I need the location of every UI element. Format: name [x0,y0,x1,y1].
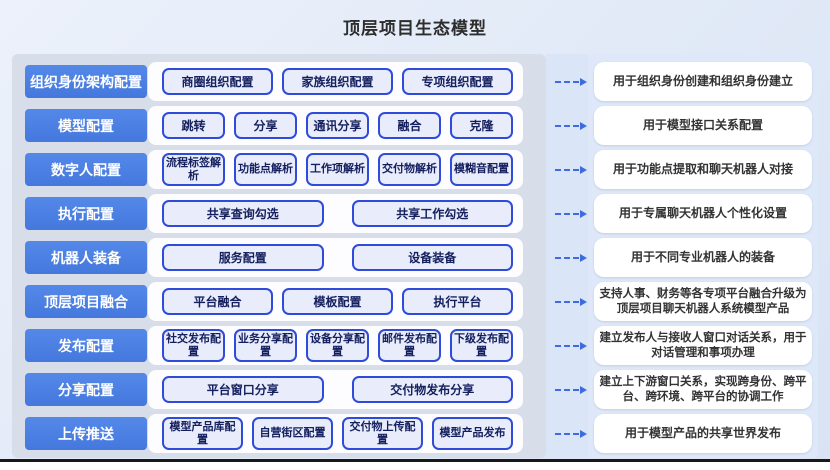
config-button[interactable]: 设备装备 [351,244,513,271]
config-button[interactable]: 社交发布配置 [162,329,225,362]
row-digital-human: 数字人配置 流程标签解析 功能点解析 工作项解析 交付物解析 模糊音配置 [12,150,546,189]
config-button[interactable]: 通讯分享 [306,112,369,139]
description-box: 用于组织身份创建和组织身份建立 [594,62,812,101]
arrow-column [546,54,588,458]
category-label: 组织身份架构配置 [25,65,147,98]
row-share-config: 分享配置 平台窗口分享 交付物发布分享 [12,370,546,409]
dashed-arrow-icon [555,341,587,350]
config-button[interactable]: 下级发布配置 [450,329,513,362]
category-label: 执行配置 [25,197,147,230]
config-button[interactable]: 克隆 [450,112,513,139]
config-button[interactable]: 平台窗口分享 [162,376,324,403]
dashed-arrow-icon [555,209,587,218]
row-buttons: 模型产品库配置 自营街区配置 交付物上传配置 模型产品发布 [148,414,523,453]
description-box: 用于不同专业机器人的装备 [594,238,812,277]
description-box: 用于模型接口关系配置 [594,106,812,145]
config-button[interactable]: 交付物解析 [378,153,441,186]
config-button[interactable]: 邮件发布配置 [378,329,441,362]
row-model-config: 模型配置 跳转 分享 通讯分享 融合 克隆 [12,106,546,145]
config-button[interactable]: 交付物发布分享 [351,376,513,403]
row-publish-config: 发布配置 社交发布配置 业务分享配置 设备分享配置 邮件发布配置 下级发布配置 [12,326,546,365]
dashed-arrow-icon [555,429,587,438]
config-button[interactable]: 业务分享配置 [234,329,297,362]
description-box: 用于专属聊天机器人个性化设置 [594,194,812,233]
category-label: 模型配置 [25,109,147,142]
row-buttons: 服务配置 设备装备 [148,238,523,277]
config-button[interactable]: 分享 [234,112,297,139]
config-button[interactable]: 服务配置 [162,244,324,271]
config-button[interactable]: 融合 [378,112,441,139]
row-buttons: 社交发布配置 业务分享配置 设备分享配置 邮件发布配置 下级发布配置 [148,326,523,365]
page-title: 顶层项目生态模型 [343,19,487,38]
dashed-arrow-icon [555,297,587,306]
category-label: 顶层项目融合 [25,285,147,318]
config-button[interactable]: 设备分享配置 [306,329,369,362]
category-label: 数字人配置 [25,153,147,186]
config-button[interactable]: 家族组织配置 [282,68,393,95]
config-button[interactable]: 平台融合 [162,288,273,315]
config-button[interactable]: 商圈组织配置 [162,68,273,95]
description-box: 用于功能点提取和聊天机器人对接 [594,150,812,189]
config-button[interactable]: 模糊音配置 [450,153,513,186]
left-panel: 组织身份架构配置 商圈组织配置 家族组织配置 专项组织配置 模型配置 跳转 分享… [12,54,546,458]
row-top-fusion: 顶层项目融合 平台融合 模板配置 执行平台 [12,282,546,321]
config-button[interactable]: 自营街区配置 [252,417,333,450]
row-buttons: 平台窗口分享 交付物发布分享 [148,370,523,409]
config-button[interactable]: 功能点解析 [234,153,297,186]
row-buttons: 商圈组织配置 家族组织配置 专项组织配置 [148,62,523,101]
window-bottom-edge [0,459,830,462]
row-buttons: 共享查询勾选 共享工作勾选 [148,194,523,233]
dashed-arrow-icon [555,121,587,130]
description-box: 建立上下游窗口关系，实现跨身份、跨平台、跨环境、跨平台的协调工作 [594,370,812,409]
description-box: 建立发布人与接收人窗口对话关系，用于对话管理和事项办理 [594,326,812,365]
config-button[interactable]: 共享查询勾选 [162,200,324,227]
category-label: 发布配置 [25,329,147,362]
dashed-arrow-icon [555,165,587,174]
config-button[interactable]: 工作项解析 [306,153,369,186]
category-label: 机器人装备 [25,241,147,274]
description-column: 用于组织身份创建和组织身份建立 用于模型接口关系配置 用于功能点提取和聊天机器人… [588,54,818,458]
row-buttons: 平台融合 模板配置 执行平台 [148,282,523,321]
config-button[interactable]: 流程标签解析 [162,153,225,186]
row-buttons: 跳转 分享 通讯分享 融合 克隆 [148,106,523,145]
description-box: 支持人事、财务等各专项平台融合升级为顶层项目聊天机器人系统模型产品 [594,282,812,321]
description-box: 用于模型产品的共享世界发布 [594,414,812,453]
config-button[interactable]: 模型产品库配置 [162,417,243,450]
category-label: 分享配置 [25,373,147,406]
row-org-identity: 组织身份架构配置 商圈组织配置 家族组织配置 专项组织配置 [12,62,546,101]
window-bottom-strip [0,462,830,470]
config-button[interactable]: 模型产品发布 [432,417,513,450]
dashed-arrow-icon [555,253,587,262]
config-button[interactable]: 交付物上传配置 [342,417,423,450]
config-button[interactable]: 跳转 [162,112,225,139]
dashed-arrow-icon [555,77,587,86]
dashed-arrow-icon [555,385,587,394]
config-button[interactable]: 执行平台 [402,288,513,315]
row-upload-push: 上传推送 模型产品库配置 自营街区配置 交付物上传配置 模型产品发布 [12,414,546,453]
row-buttons: 流程标签解析 功能点解析 工作项解析 交付物解析 模糊音配置 [148,150,523,189]
config-button[interactable]: 模板配置 [282,288,393,315]
category-label: 上传推送 [25,417,147,450]
config-button[interactable]: 共享工作勾选 [351,200,513,227]
row-robot-equip: 机器人装备 服务配置 设备装备 [12,238,546,277]
config-button[interactable]: 专项组织配置 [402,68,513,95]
row-execute-config: 执行配置 共享查询勾选 共享工作勾选 [12,194,546,233]
